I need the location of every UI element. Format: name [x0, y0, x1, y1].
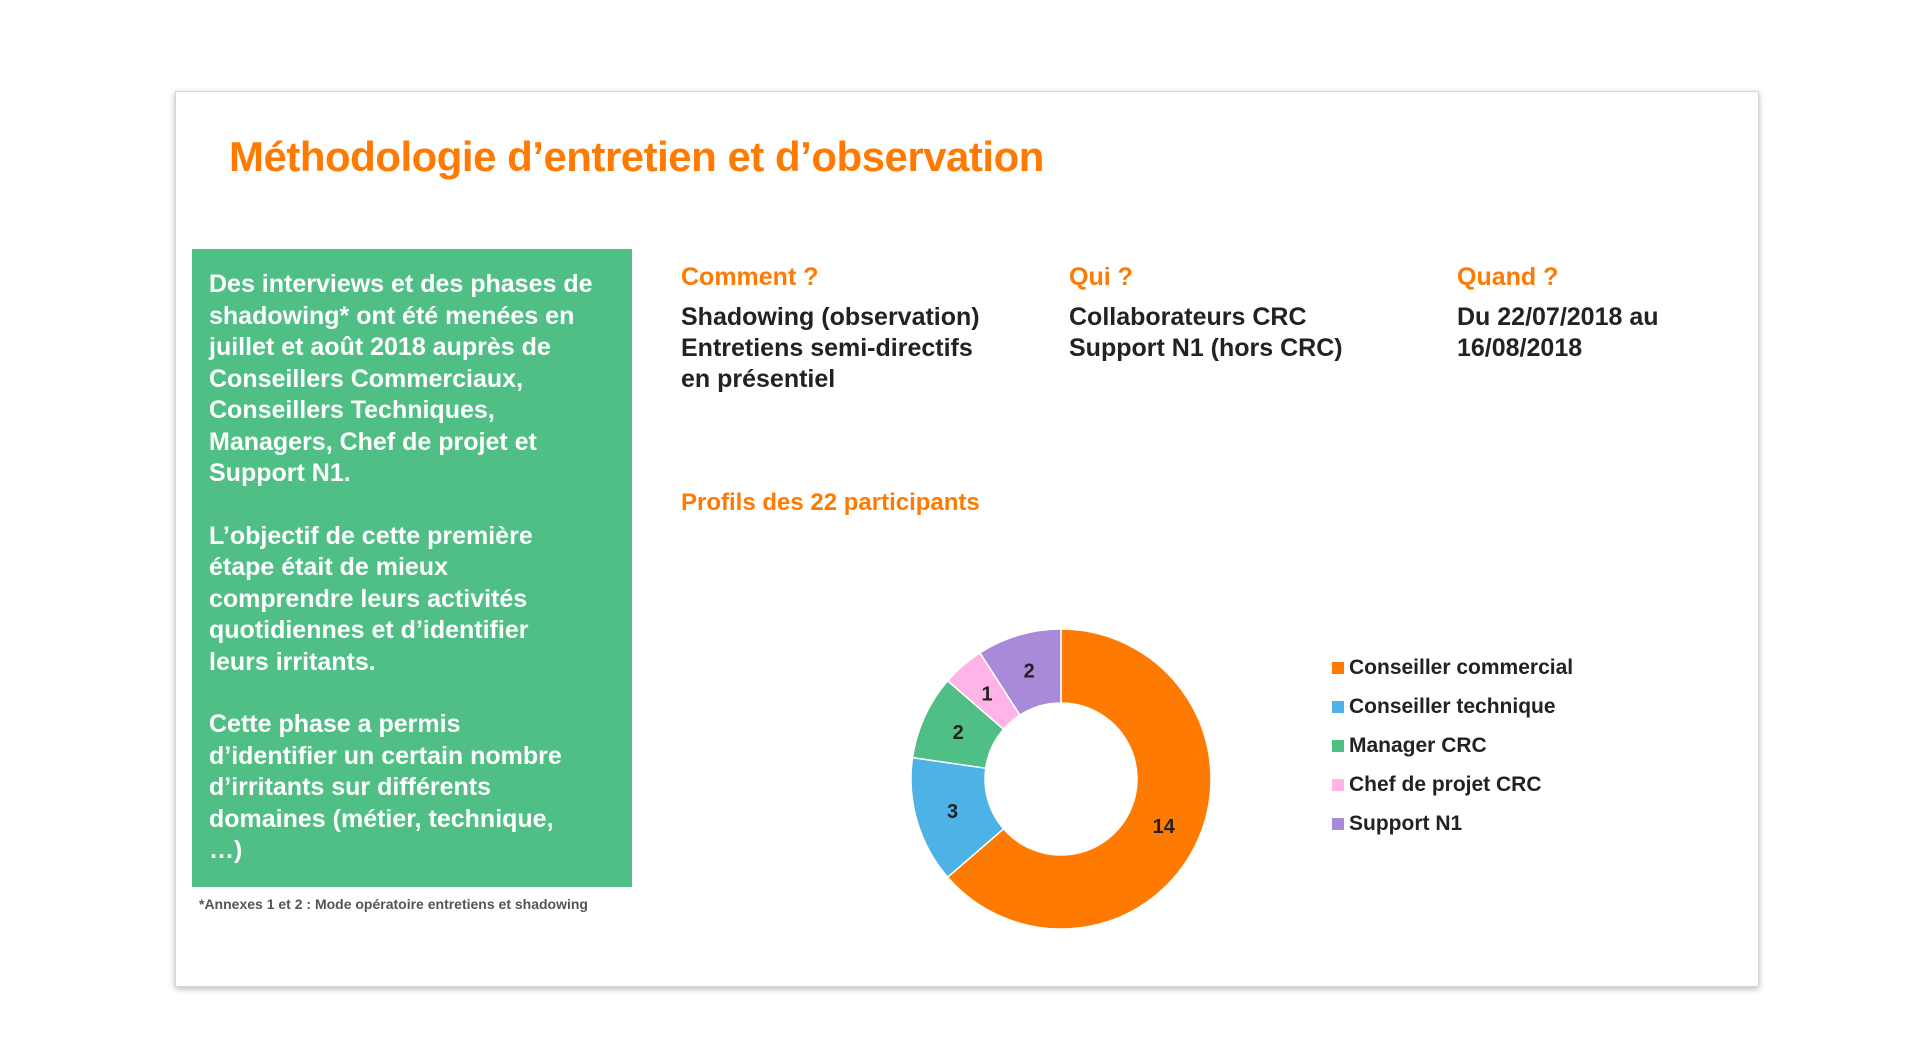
summary-line: Support N1.: [209, 459, 351, 487]
column-line: Support N1 (hors CRC): [1069, 334, 1343, 362]
summary-line: Conseillers Commerciaux,: [209, 364, 524, 393]
summary-line: Conseillers Techniques,: [209, 396, 495, 424]
data-label: 2: [953, 722, 964, 744]
summary-line: Managers, Chef de projet et: [209, 427, 537, 456]
summary-box: Des interviews et des phases de shadowin…: [192, 249, 632, 887]
legend-item: Manager CRC: [1332, 726, 1573, 765]
summary-line: juillet et août 2018 auprès de: [209, 333, 551, 361]
legend-label: Manager CRC: [1349, 733, 1487, 757]
donut-slice: [978, 628, 1062, 717]
slide: Méthodologie d’entretien et d’observatio…: [175, 91, 1759, 987]
column-line: 16/08/2018: [1457, 334, 1583, 362]
column-line: Du 22/07/2018 au: [1457, 303, 1659, 331]
footnote: *Annexes 1 et 2 : Mode opératoire entret…: [199, 896, 588, 912]
column-body: Du 22/07/2018 au 16/08/2018: [1457, 302, 1659, 364]
legend-label: Chef de projet CRC: [1349, 772, 1542, 796]
column-heading: Qui ?: [1069, 263, 1133, 291]
legend-item: Chef de projet CRC: [1332, 765, 1573, 804]
data-label: 1: [981, 684, 992, 706]
column-body: Shadowing (observation) Entretiens semi-…: [681, 302, 980, 395]
column-heading: Quand ?: [1457, 263, 1559, 291]
column-heading: Comment ?: [681, 263, 819, 291]
legend-swatch: [1332, 817, 1344, 830]
summary-line: Des interviews et des phases de: [209, 270, 593, 298]
legend-label: Conseiller technique: [1349, 694, 1556, 718]
summary-line: leurs irritants.: [209, 647, 376, 676]
summary-line: comprendre leurs activités: [209, 584, 528, 613]
summary-line: shadowing* ont été menées en: [209, 301, 575, 330]
data-label: 3: [947, 801, 958, 823]
column-line: en présentiel: [681, 365, 836, 393]
column-line: Collaborateurs CRC: [1069, 303, 1307, 331]
data-label: 2: [1024, 661, 1035, 683]
column-quand: Quand ? Du 22/07/2018 au 16/08/2018: [1457, 263, 1659, 364]
legend-label: Support N1: [1349, 811, 1463, 835]
column-line: Entretiens semi-directifs: [681, 334, 973, 362]
summary-paragraph: L’objectif de cette première étape était…: [209, 521, 616, 679]
summary-line: Cette phase a permis: [209, 710, 461, 738]
summary-line: domaines (métier, technique,: [209, 804, 554, 833]
legend-label: Conseiller commercial: [1349, 655, 1574, 679]
legend-swatch: [1332, 778, 1344, 791]
chart-legend: Conseiller commercial Conseiller techniq…: [1332, 648, 1573, 843]
slide-title: Méthodologie d’entretien et d’observatio…: [229, 133, 1044, 180]
legend-item: Support N1: [1332, 804, 1573, 843]
summary-line: étape était de mieux: [209, 553, 448, 581]
summary-line: d’irritants sur différents: [209, 773, 491, 801]
column-qui: Qui ? Collaborateurs CRC Support N1 (hor…: [1069, 263, 1343, 364]
column-line: Shadowing (observation): [681, 303, 980, 331]
data-label: 14: [1153, 816, 1176, 838]
summary-paragraph: Des interviews et des phases de shadowin…: [209, 269, 616, 490]
summary-line: quotidiennes et d’identifier: [209, 616, 529, 644]
legend-item: Conseiller technique: [1332, 687, 1573, 726]
column-body: Collaborateurs CRC Support N1 (hors CRC): [1069, 302, 1343, 364]
chart-heading: Profils des 22 participants: [681, 489, 980, 516]
summary-line: L’objectif de cette première: [209, 521, 533, 550]
legend-swatch: [1332, 661, 1344, 674]
legend-swatch: [1332, 739, 1344, 752]
summary-line: …): [209, 836, 243, 864]
legend-item: Conseiller commercial: [1332, 648, 1573, 687]
donut-slice: [946, 628, 1212, 930]
summary-line: d’identifier un certain nombre: [209, 741, 562, 770]
legend-swatch: [1332, 700, 1344, 713]
column-comment: Comment ? Shadowing (observation) Entret…: [681, 263, 980, 395]
summary-paragraph: Cette phase a permis d’identifier un cer…: [209, 709, 616, 867]
